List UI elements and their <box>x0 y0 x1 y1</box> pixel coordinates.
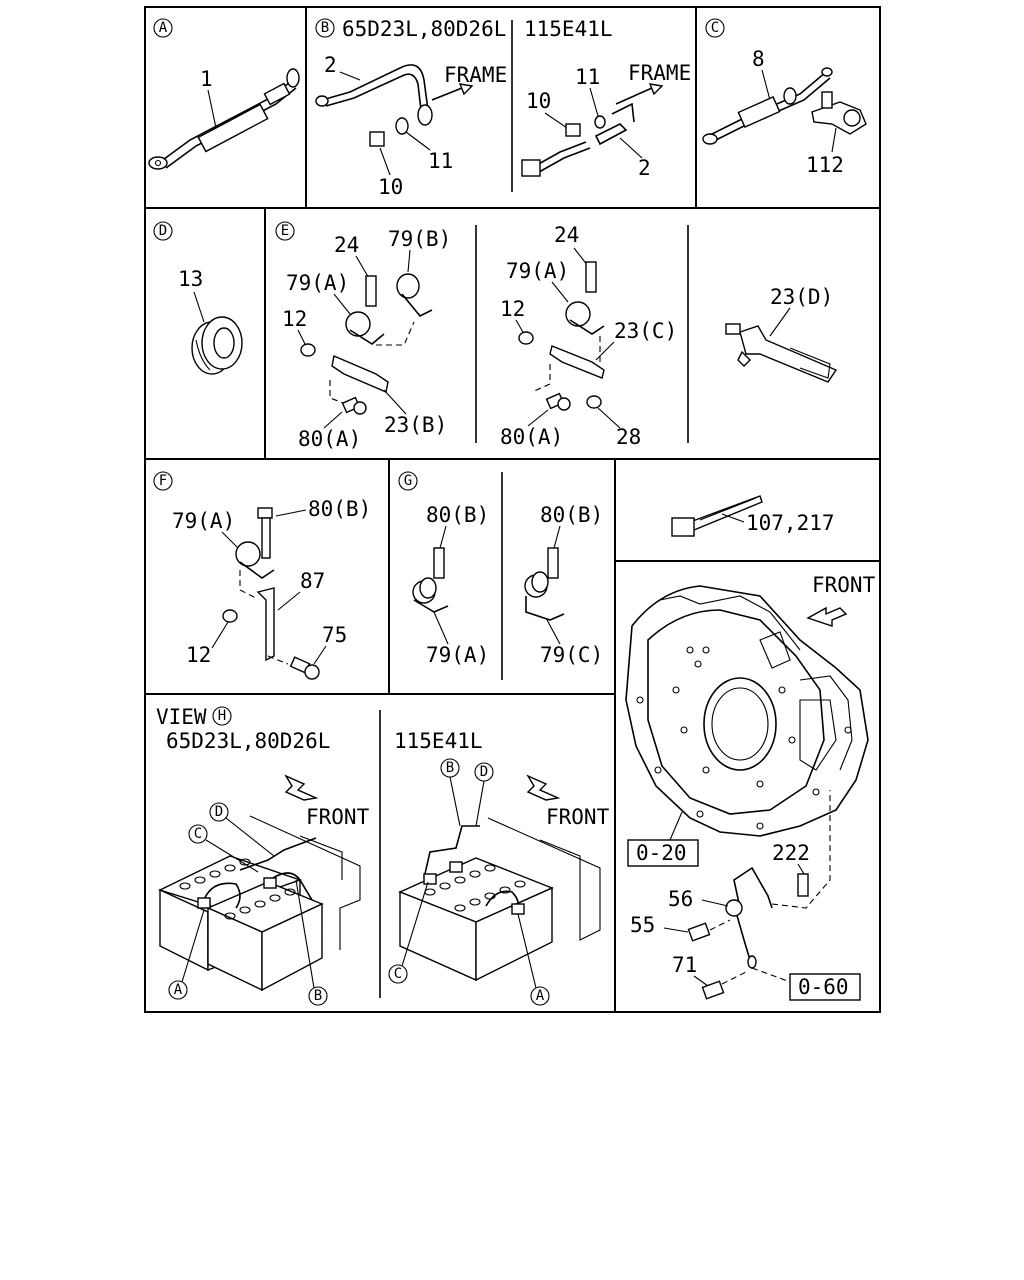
panel-a: A 1 <box>148 18 300 170</box>
panel-g-right-part-80b: 80(B) <box>540 503 603 527</box>
panel-f-part-79a: 79(A) <box>172 509 235 533</box>
svg-text:A: A <box>174 982 183 998</box>
svg-text:B: B <box>314 988 322 1004</box>
svg-text:D: D <box>215 804 223 820</box>
view-h-variant-left: 65D23L,80D26L <box>166 729 330 753</box>
panel-b-right-frame: FRAME <box>628 61 691 85</box>
housing-front: FRONT <box>812 573 876 597</box>
frame-grid <box>144 6 881 1013</box>
cable-tie-panel: 107,217 <box>671 495 835 537</box>
panel-b-variant-right: 115E41L <box>524 17 613 41</box>
panel-c-part-112: 112 <box>806 153 844 177</box>
housing-ref-top: 0-20 <box>636 841 687 865</box>
panel-a-tag-circle <box>153 18 173 38</box>
panel-d: D 13 <box>153 221 243 375</box>
panel-c-tag: C <box>711 20 719 36</box>
panel-a-tag: A <box>159 20 168 36</box>
panel-g-left-part-80b: 80(B) <box>426 503 489 527</box>
view-h-right-front: FRONT <box>546 805 610 829</box>
panel-b-tag: B <box>321 20 329 36</box>
panel-f-part-87: 87 <box>300 569 325 593</box>
panel-f: F 79(A) 80(B) 87 12 75 <box>153 471 371 680</box>
panel-e-left-part-80a: 80(A) <box>298 427 361 451</box>
panel-view-h: VIEW H 65D23L,80D26L 115E41L FRONT D C A <box>156 705 610 1006</box>
housing-part-71: 71 <box>672 953 697 977</box>
panel-e-mid-part-24: 24 <box>554 223 579 247</box>
panel-b-left-part-2: 2 <box>324 53 337 77</box>
panel-e-mid-part-79a: 79(A) <box>506 259 569 283</box>
panel-b-right-part-10: 10 <box>526 89 551 113</box>
panel-e-left-part-79b: 79(B) <box>388 227 451 251</box>
panel-c-part-8: 8 <box>752 47 765 71</box>
panel-e: E 24 79(B) 79(A) 12 80(A) 23(B) 24 79(A)… <box>275 221 838 451</box>
panel-e-right-part-23d: 23(D) <box>770 285 833 309</box>
panel-g-right-part-79c: 79(C) <box>540 643 603 667</box>
panel-f-part-12: 12 <box>186 643 211 667</box>
view-h-tag: H <box>218 708 226 724</box>
panel-d-part-13: 13 <box>178 267 203 291</box>
panel-b: B 65D23L,80D26L 115E41L 2 FRAME 10 11 11… <box>315 17 691 199</box>
panel-housing: FRONT 0-20 222 56 55 <box>625 573 876 1001</box>
housing-ref-top-box <box>627 839 699 867</box>
housing-part-56: 56 <box>668 887 693 911</box>
panel-b-left-part-10: 10 <box>378 175 403 199</box>
panel-f-part-80b: 80(B) <box>308 497 371 521</box>
panel-g-left-part-79a: 79(A) <box>426 643 489 667</box>
panel-b-right-part-11: 11 <box>575 65 600 89</box>
svg-text:C: C <box>194 826 202 842</box>
svg-text:A: A <box>536 988 545 1004</box>
cable-tie-label: 107,217 <box>746 511 835 535</box>
panel-d-tag: D <box>159 223 167 239</box>
panel-f-tag: F <box>159 473 167 489</box>
panel-g-tag: G <box>404 473 412 489</box>
panel-e-left-part-23b: 23(B) <box>384 413 447 437</box>
view-h-word: VIEW <box>156 705 207 729</box>
svg-text:B: B <box>446 760 454 776</box>
panel-b-variant-left: 65D23L,80D26L <box>342 17 506 41</box>
panel-e-left-part-24: 24 <box>334 233 359 257</box>
view-h-variant-right: 115E41L <box>394 729 483 753</box>
panel-e-left-part-12: 12 <box>282 307 307 331</box>
panel-c: C 8 112 <box>702 18 867 177</box>
view-h-left-front: FRONT <box>306 805 370 829</box>
panel-g: G 80(B) 79(A) 80(B) 79(C) <box>398 471 603 667</box>
housing-part-222: 222 <box>772 841 810 865</box>
svg-text:C: C <box>394 966 402 982</box>
panel-b-left-part-11: 11 <box>428 149 453 173</box>
panel-b-left-frame: FRAME <box>444 63 507 87</box>
housing-ref-bottom: 0-60 <box>798 975 849 999</box>
panel-b-right-part-2: 2 <box>638 156 651 180</box>
panel-a-part-1: 1 <box>200 67 213 91</box>
panel-e-mid-part-80a: 80(A) <box>500 425 563 449</box>
panel-e-mid-part-28: 28 <box>616 425 641 449</box>
housing-part-55: 55 <box>630 913 655 937</box>
panel-e-mid-part-12: 12 <box>500 297 525 321</box>
housing-ref-bottom-box <box>789 973 861 1001</box>
panel-e-mid-part-23c: 23(C) <box>614 319 677 343</box>
svg-text:D: D <box>480 764 488 780</box>
panel-e-tag: E <box>281 223 289 239</box>
panel-f-part-75: 75 <box>322 623 347 647</box>
panel-e-left-part-79a: 79(A) <box>286 271 349 295</box>
